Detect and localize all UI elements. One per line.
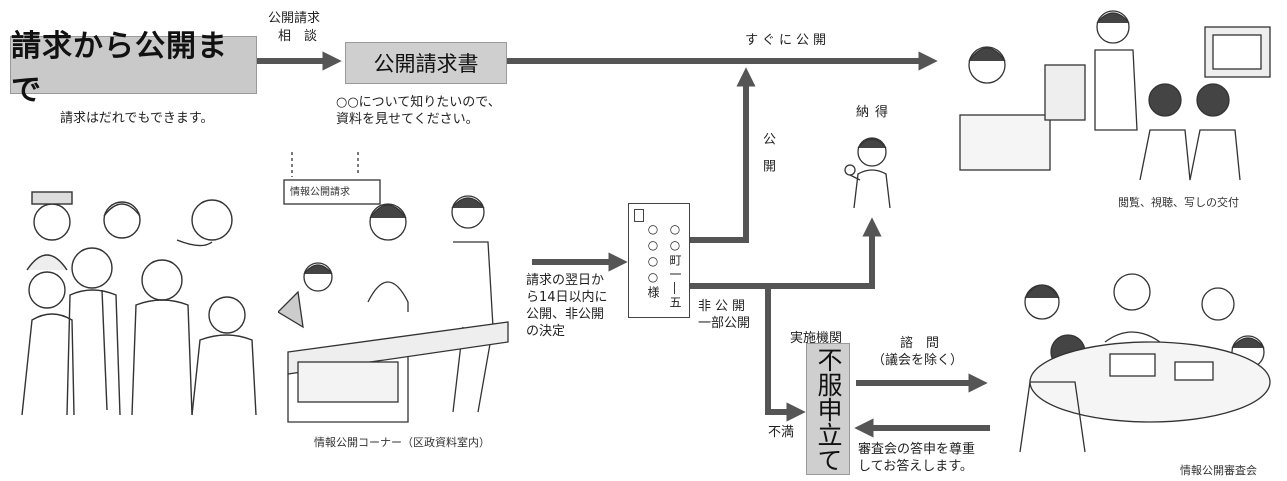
partial-disclose-label: 一部公開	[698, 316, 751, 331]
consult-label-2: 相 談	[278, 29, 318, 44]
immediate-label: すぐに公開	[745, 33, 831, 48]
citizens-group-illustration	[21, 191, 257, 416]
nondisclose-label: 非公開	[698, 299, 750, 314]
consultation-note: （議会を除く）	[872, 353, 964, 368]
council-meeting-illustration	[1019, 273, 1271, 453]
form-note-2: 資料を見せてください。	[336, 112, 479, 127]
info-corner-illustration	[278, 152, 509, 423]
answer-note-2: してお答えします。	[858, 459, 973, 474]
objection-box: 不服申立て	[806, 343, 850, 475]
decision-note-4: の決定	[526, 324, 566, 339]
council-caption: 情報公開審査会	[1180, 464, 1257, 477]
decision-note-3: 公開、非公開	[526, 307, 605, 322]
stamp-box	[634, 209, 644, 222]
dissatisfied-label: 不満	[768, 425, 795, 440]
request-note: 請求はだれでもできます。	[60, 111, 214, 126]
corner-caption: 情報公開コーナー（区政資料室内）	[314, 436, 490, 449]
decision-notice-card: ○○町一―五 ○○○○様	[628, 203, 690, 318]
consultation-label: 諮 問	[900, 336, 940, 351]
satisfied-label: 納得	[856, 105, 895, 120]
objection-label: 不服申立て	[814, 346, 843, 472]
request-form-label: 公開請求書	[373, 52, 479, 76]
agency-label: 実施機関	[790, 331, 843, 346]
satisfied-person-illustration	[844, 137, 891, 209]
title-text: 請求から公開まで	[11, 29, 228, 108]
card-addressee: ○○○○様	[646, 222, 660, 300]
decision-note-1: 請求の翌日か	[526, 273, 605, 288]
viewing-caption: 閲覧、視聴、写しの交付	[1118, 196, 1239, 209]
request-form-box: 公開請求書	[345, 42, 507, 84]
consult-label-1: 公開請求	[268, 11, 321, 26]
corner-sign: 情報公開請求	[290, 187, 350, 198]
viewing-room-illustration	[959, 10, 1271, 181]
answer-note-1: 審査会の答申を尊重	[858, 442, 976, 457]
decision-note-2: ら14日以内に	[526, 290, 608, 305]
form-note-1: ○○について知りたいので、	[336, 95, 501, 110]
disclose-vertical-label: 公開	[760, 132, 775, 186]
card-address: ○○町一―五	[668, 222, 682, 310]
title-box: 請求から公開まで	[10, 29, 257, 108]
